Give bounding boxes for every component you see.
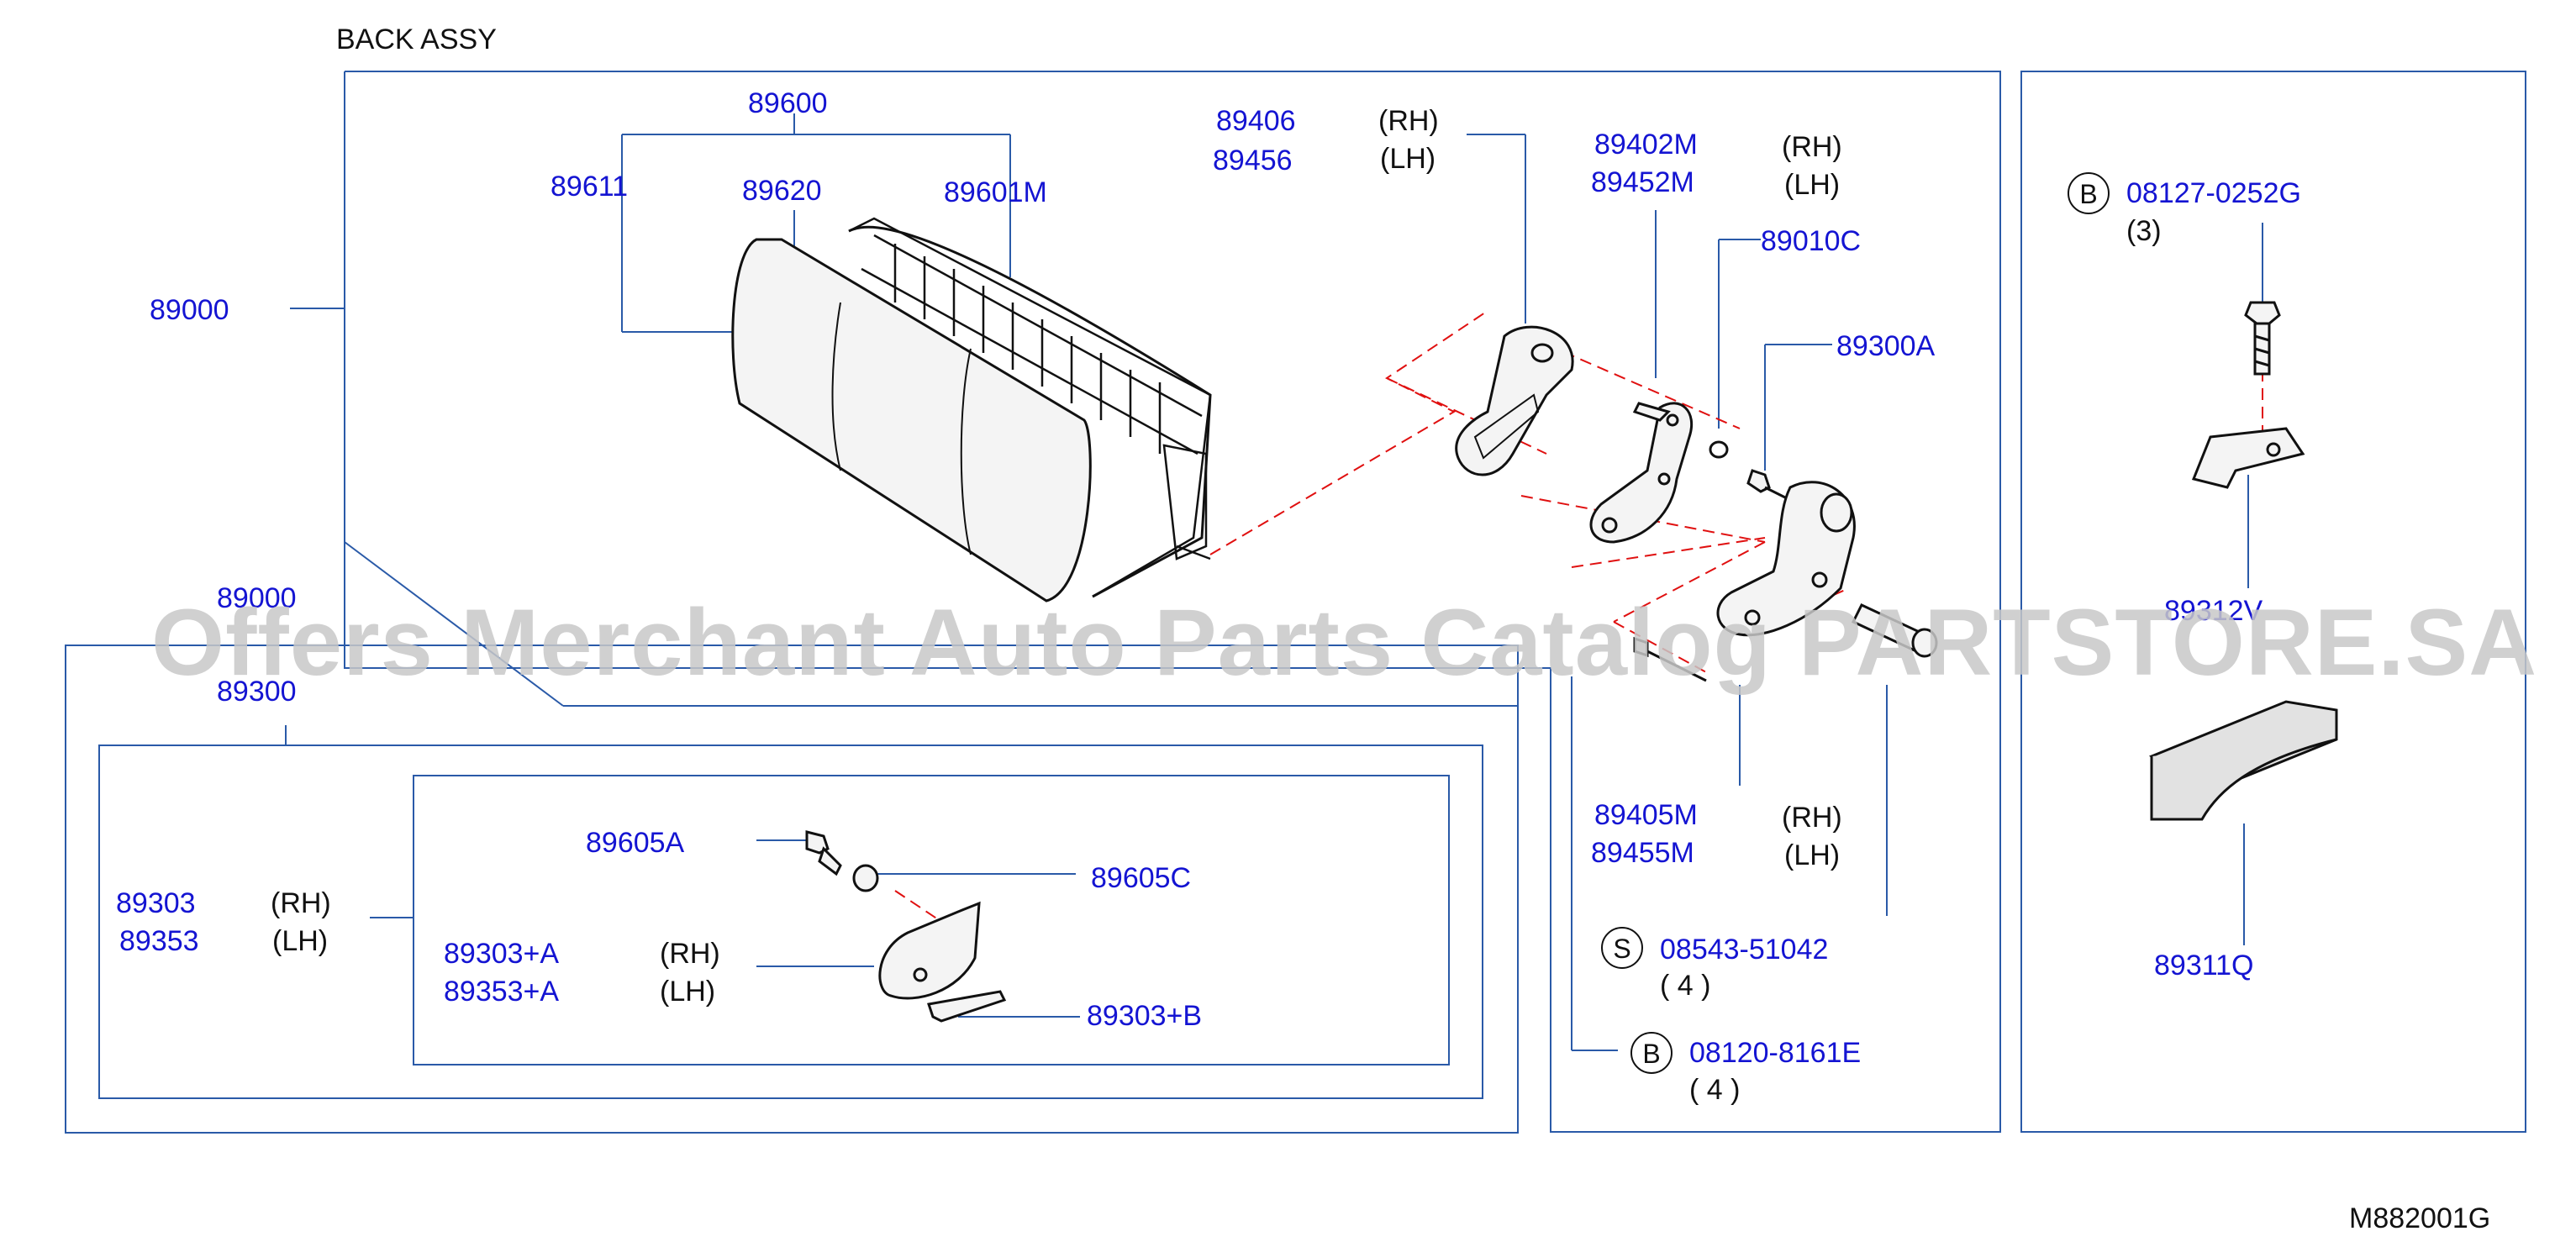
right-box-frame xyxy=(2020,71,2526,1133)
part-89010C[interactable]: 89010C xyxy=(1761,225,1862,257)
hinge-plate-89406 xyxy=(1455,325,1574,476)
part-89601M[interactable]: 89601M xyxy=(944,176,1047,208)
side-rh-89303A: (RH) xyxy=(660,938,720,970)
side-rh-89405M: (RH) xyxy=(1782,802,1842,834)
pad-89311Q xyxy=(2148,700,2338,821)
pin-08543 xyxy=(1851,603,1938,658)
side-rh-89406: (RH) xyxy=(1378,105,1439,137)
symbol-s: S xyxy=(1601,927,1643,969)
qty-08120: ( 4 ) xyxy=(1689,1074,1741,1106)
part-89611[interactable]: 89611 xyxy=(550,171,629,203)
bracket-89402M xyxy=(1589,402,1694,544)
part-89605A[interactable]: 89605A xyxy=(586,827,685,859)
part-08127-0252G[interactable]: 08127-0252G xyxy=(2126,177,2301,209)
qty-08543: ( 4 ) xyxy=(1660,970,1711,1002)
seat-outer-frame xyxy=(65,645,1519,1134)
part-89353A[interactable]: 89353+A xyxy=(444,976,560,1008)
qty-08127: (3) xyxy=(2126,215,2162,247)
cover-89303A xyxy=(878,901,981,1000)
part-89300[interactable]: 89300 xyxy=(217,676,297,708)
clip-89303B xyxy=(927,990,1007,1023)
back-assy-frame xyxy=(344,71,2001,1133)
part-89600[interactable]: 89600 xyxy=(748,87,828,119)
cap-89605C xyxy=(852,864,879,892)
part-89620[interactable]: 89620 xyxy=(742,175,822,207)
bolt-08127 xyxy=(2244,301,2281,376)
part-89312-partial[interactable]: 89312V xyxy=(2164,595,2263,627)
part-89402M[interactable]: 89402M xyxy=(1594,129,1698,160)
part-89605C[interactable]: 89605C xyxy=(1091,862,1192,894)
side-lh-89455M: (LH) xyxy=(1784,839,1841,871)
part-89000-back[interactable]: 89000 xyxy=(150,294,229,326)
side-lh-89456: (LH) xyxy=(1380,143,1436,175)
screw-08120 xyxy=(1633,636,1707,682)
part-89452M[interactable]: 89452M xyxy=(1591,166,1694,198)
hinge-89405M xyxy=(1716,481,1856,637)
seat-inner-frame xyxy=(413,775,1450,1065)
part-08543-51042[interactable]: 08543-51042 xyxy=(1660,934,1829,966)
part-89303A[interactable]: 89303+A xyxy=(444,938,560,970)
side-rh-89402M: (RH) xyxy=(1782,131,1842,163)
watermark: Offers Merchant Auto Parts Catalog PARTS… xyxy=(151,590,2538,695)
part-89000-seat[interactable]: 89000 xyxy=(217,582,297,614)
symbol-b-08127: B xyxy=(2068,172,2110,214)
diagram-code: M882001G xyxy=(2349,1202,2491,1234)
part-89303B[interactable]: 89303+B xyxy=(1087,1000,1203,1032)
diagram-title: BACK ASSY xyxy=(336,24,497,55)
bushing-89605A xyxy=(805,830,842,876)
side-lh-89353: (LH) xyxy=(272,925,329,957)
part-89455M[interactable]: 89455M xyxy=(1591,837,1694,869)
washer-89010C xyxy=(1709,440,1729,459)
part-89406[interactable]: 89406 xyxy=(1216,105,1296,137)
part-89456[interactable]: 89456 xyxy=(1213,145,1293,176)
part-89300A[interactable]: 89300A xyxy=(1836,330,1936,362)
seat-middle-frame xyxy=(98,745,1483,1099)
side-lh-89353A: (LH) xyxy=(660,976,716,1008)
part-89353[interactable]: 89353 xyxy=(119,925,199,957)
bracket-right xyxy=(2191,427,2305,489)
part-89405M[interactable]: 89405M xyxy=(1594,799,1698,831)
side-rh-89303: (RH) xyxy=(271,887,331,919)
seat-back-frame xyxy=(848,217,1212,598)
part-89311Q[interactable]: 89311Q xyxy=(2154,950,2254,981)
part-08120-8161E[interactable]: 08120-8161E xyxy=(1689,1037,1862,1069)
side-lh-89452M: (LH) xyxy=(1784,169,1841,201)
part-89303[interactable]: 89303 xyxy=(116,887,196,919)
symbol-b-08120: B xyxy=(1630,1032,1673,1074)
bolt-89300A xyxy=(1746,469,1791,502)
seat-back-cushion xyxy=(731,225,1212,602)
